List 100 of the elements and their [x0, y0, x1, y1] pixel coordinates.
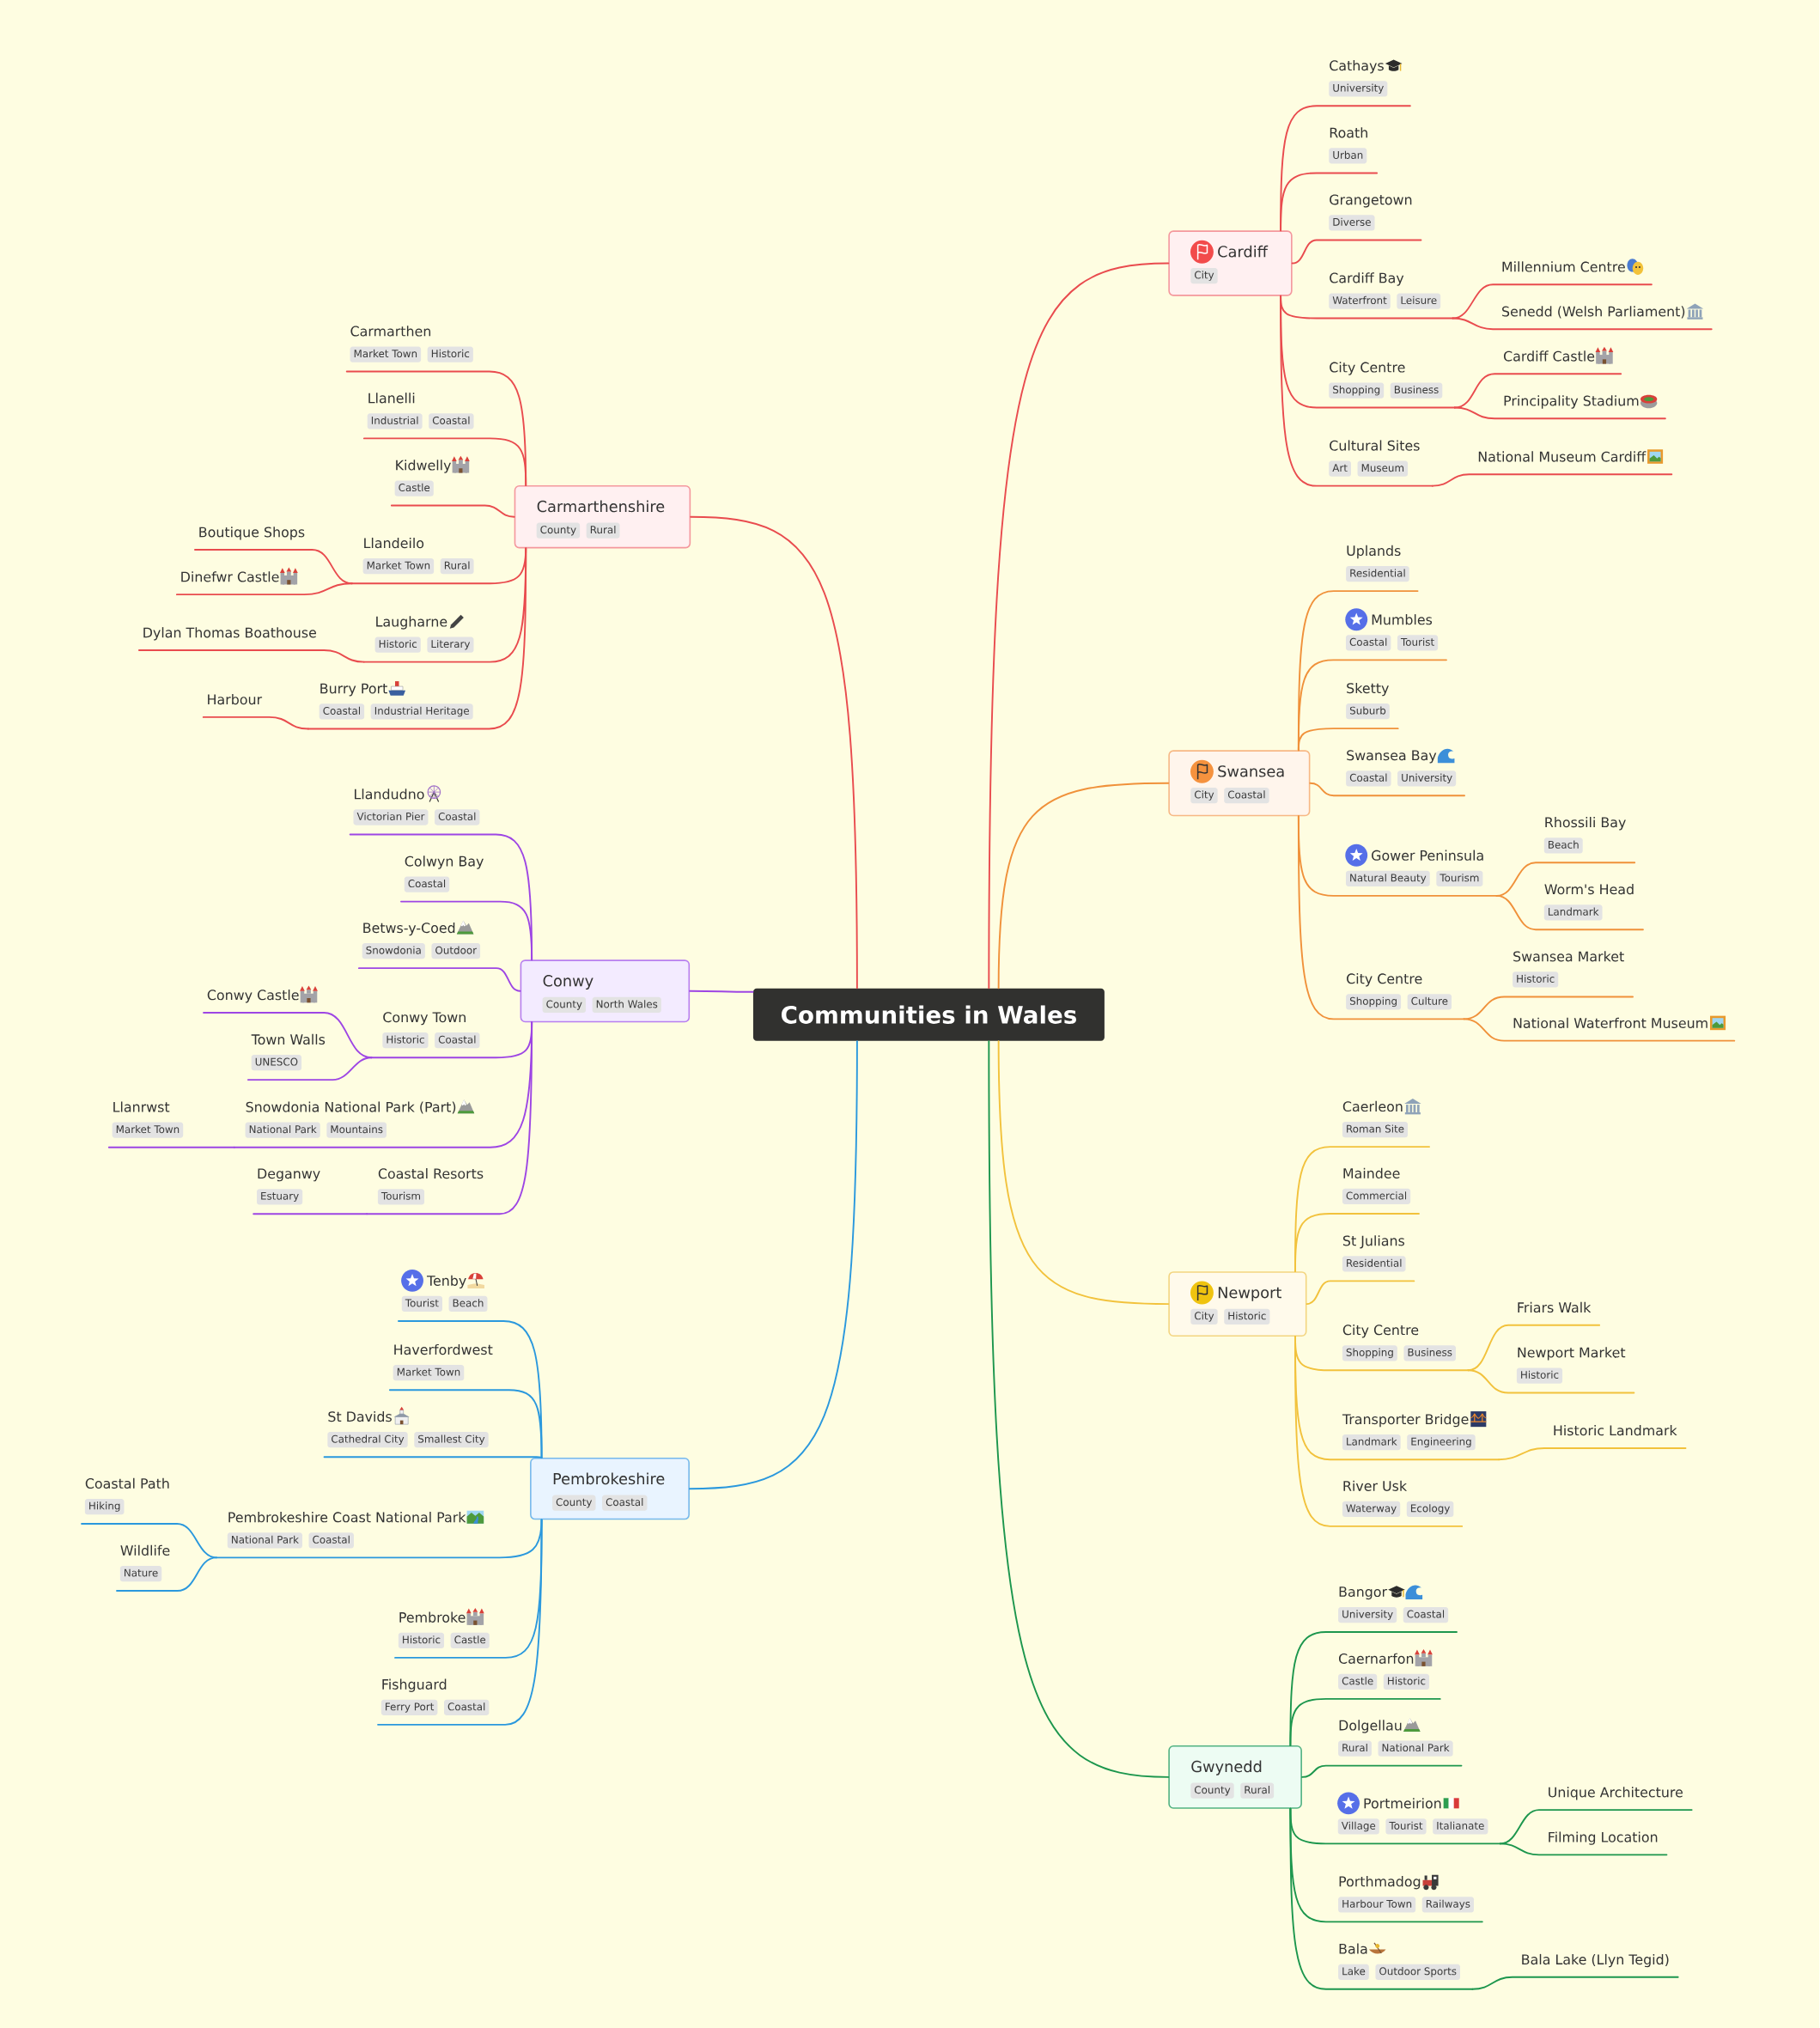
- place-label: Burry Port: [320, 683, 388, 697]
- branch-line: [1432, 473, 1673, 487]
- branch-line: [1452, 283, 1653, 320]
- branch-line: [358, 967, 521, 992]
- branch-line: [1294, 1213, 1421, 1273]
- branch-line: [1471, 1976, 1679, 1990]
- place-label: Cardiff Bay: [1330, 272, 1404, 286]
- branch-line: [997, 1040, 1170, 1306]
- branch-line: [108, 1146, 235, 1148]
- place-label: River Usk: [1343, 1480, 1408, 1491]
- place-label: Kidwelly: [396, 460, 452, 473]
- place-label: National Museum Cardiff: [1479, 451, 1647, 462]
- place-label: Roath: [1330, 127, 1368, 138]
- place-label: Bala: [1339, 1943, 1367, 1954]
- branch-line: [1452, 317, 1713, 331]
- place-label: Friars Walk: [1518, 1301, 1592, 1313]
- place-label: Deganwy: [258, 1168, 320, 1182]
- tag: Diverse: [1329, 215, 1375, 231]
- branch-line: [391, 504, 515, 518]
- tag: Coastal: [429, 413, 474, 429]
- branch-line: [307, 547, 527, 730]
- place-label: Harbour: [208, 694, 263, 705]
- branch-line: [997, 782, 1170, 990]
- tag: Business: [1391, 382, 1443, 399]
- tag: Shopping: [1329, 382, 1385, 399]
- place-label: Unique Architecture: [1549, 1787, 1683, 1800]
- branch-line: [1453, 373, 1622, 409]
- place-label: Portmeirion: [1364, 1798, 1441, 1809]
- tag: Tourist: [1397, 635, 1439, 651]
- branch-line: [1500, 1842, 1668, 1856]
- place-label: Boutique Shops: [199, 527, 305, 540]
- place-label: Fishguard: [382, 1678, 447, 1692]
- branch-line: [1289, 1807, 1474, 1990]
- place-label: Llandudno: [355, 789, 424, 800]
- place-label: Maindee: [1343, 1167, 1400, 1178]
- branch-line: [1463, 1018, 1736, 1042]
- place-label: Uplands: [1347, 545, 1401, 559]
- tag: Coastal: [1346, 770, 1391, 787]
- place-label: Dolgellau: [1339, 1720, 1402, 1733]
- branch-line: [1280, 172, 1379, 232]
- tag: Market Town: [393, 1365, 465, 1381]
- tag: Italianate: [1433, 1818, 1488, 1835]
- branch-line: [366, 1021, 533, 1215]
- place-label: Filming Location: [1549, 1831, 1658, 1845]
- tag: Shopping: [1342, 1345, 1398, 1361]
- place-label: Pembroke: [399, 1611, 466, 1623]
- tag: Landmark: [1544, 904, 1603, 921]
- tag: Residential: [1342, 1256, 1406, 1272]
- branch-line: [247, 1057, 373, 1081]
- place-label: Millennium Centre: [1502, 261, 1626, 272]
- place-label: Newport Market: [1518, 1347, 1626, 1361]
- tag: Victorian Pier: [353, 809, 429, 825]
- tag: Railways: [1421, 1897, 1475, 1913]
- branch-line: [1467, 1369, 1635, 1394]
- tag: Rural: [1338, 1740, 1373, 1757]
- place-label: Rhossili Bay: [1545, 817, 1627, 831]
- tag: Historic: [1517, 1367, 1563, 1384]
- tag: Market Town: [362, 558, 435, 575]
- tag: Coastal: [308, 1532, 355, 1549]
- branch-line: [363, 437, 527, 486]
- branch-line: [1498, 1447, 1687, 1461]
- place-label: Senedd (Welsh Parliament): [1502, 306, 1685, 319]
- branch-line: [1495, 894, 1645, 931]
- place-label: Haverfordwest: [394, 1343, 493, 1355]
- tag: Industrial Heritage: [370, 703, 473, 720]
- tag: Coastal: [435, 1032, 480, 1049]
- place-label: St Davids: [328, 1410, 393, 1422]
- place-label: Grangetown: [1330, 194, 1412, 208]
- place-label: Llandeilo: [364, 537, 424, 549]
- tag: Waterfront: [1329, 293, 1391, 309]
- branch-line: [1294, 1336, 1464, 1527]
- place-label: Caerleon: [1343, 1100, 1403, 1112]
- place-label: St Julians: [1343, 1235, 1405, 1249]
- tag: Smallest City: [414, 1432, 489, 1448]
- branch-line: [1463, 996, 1634, 1020]
- tag: Urban: [1329, 148, 1367, 164]
- branch-line: [1500, 1809, 1693, 1845]
- place-label: Cultural Sites: [1330, 440, 1420, 451]
- place-label: Swansea Market: [1513, 951, 1625, 962]
- place-label: Conwy Town: [383, 1012, 466, 1026]
- place-label: City Centre: [1343, 1325, 1419, 1338]
- tag: Estuary: [257, 1189, 303, 1205]
- place-label: Dylan Thomas Boathouse: [143, 627, 317, 641]
- place-label: Pembrokeshire Coast National Park: [228, 1512, 466, 1523]
- place-label: Laugharne: [376, 616, 447, 630]
- tag: Coastal: [319, 703, 365, 720]
- branch-line: [1306, 1280, 1415, 1306]
- place-label: Bangor: [1339, 1586, 1388, 1600]
- tag: Beach: [1544, 837, 1583, 854]
- tag: Tourist: [1385, 1818, 1427, 1835]
- tag: Suburb: [1346, 703, 1391, 720]
- tag: Rural: [440, 558, 474, 575]
- tag: Culture: [1407, 994, 1452, 1010]
- branch-line: [988, 1040, 1170, 1778]
- place-label: National Waterfront Museum: [1513, 1017, 1707, 1028]
- place-label: Tenby: [427, 1275, 466, 1289]
- place-label: Colwyn Bay: [405, 856, 484, 869]
- tag: National Park: [228, 1532, 303, 1549]
- place-label: Betws-y-Coed: [363, 922, 455, 936]
- place-label: Historic Landmark: [1554, 1425, 1677, 1436]
